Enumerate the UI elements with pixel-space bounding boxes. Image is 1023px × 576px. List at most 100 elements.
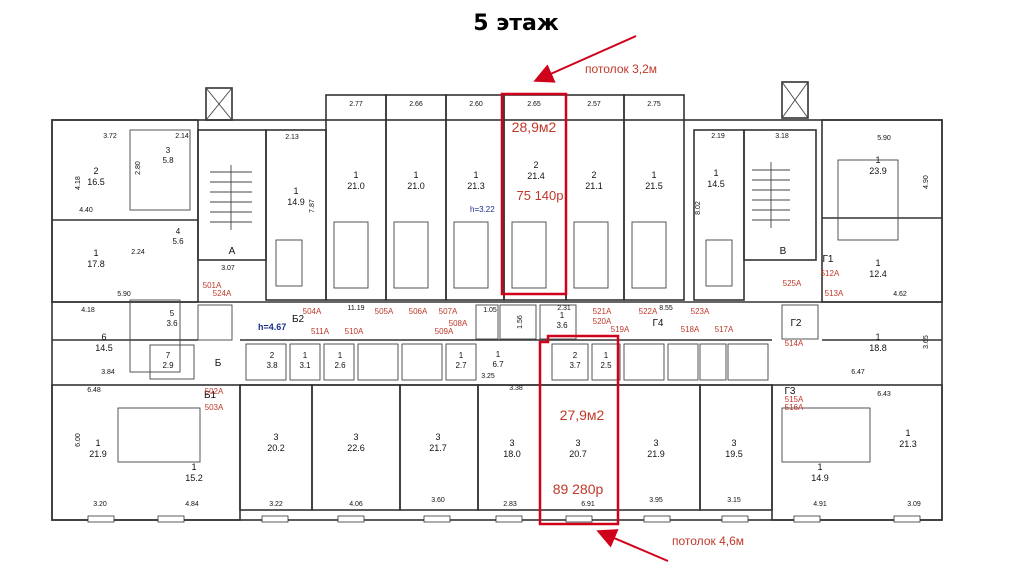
stairs-and-lifts <box>197 81 817 261</box>
section-b1: Б1 <box>204 390 217 401</box>
dimension-label: 3.38 <box>509 385 523 392</box>
top-width: 2.77 <box>349 101 363 108</box>
unit-label: 512А <box>821 269 840 278</box>
room-area: 21.7 <box>429 443 447 453</box>
room-number: 4 <box>176 227 181 236</box>
room-area: 21.3 <box>467 181 485 191</box>
room-number: 1 <box>496 350 501 359</box>
room-area: 3.6 <box>166 319 178 328</box>
unit-label: 508А <box>449 319 468 328</box>
ceiling-bottom-arrow <box>596 529 669 562</box>
room-number: 2 <box>591 170 596 180</box>
section-v: В <box>780 246 787 257</box>
dimension-label: 11.19 <box>348 305 365 312</box>
unit-label: 524А <box>213 289 232 298</box>
ceiling-note-bottom: потолок 4,6м <box>672 534 744 548</box>
highlight-unit-top[interactable] <box>500 92 568 296</box>
dimension-label: 2.13 <box>285 134 299 141</box>
section-b: Б <box>215 358 222 369</box>
dimension-label: 6.43 <box>877 391 891 398</box>
room-number: 6 <box>101 332 106 342</box>
dimension-label: 4.18 <box>75 176 82 190</box>
room-number: 1 <box>95 438 100 448</box>
room-number: 5 <box>170 309 175 318</box>
room-area: 3.7 <box>569 361 581 370</box>
dimension-label: 3.18 <box>775 133 789 140</box>
room-number: 1 <box>651 170 656 180</box>
windows <box>87 515 921 523</box>
room-number: 1 <box>459 351 464 360</box>
unit-label: 514А <box>785 339 804 348</box>
unit-label: 509А <box>435 327 454 336</box>
ceiling-note-top: потолок 3,2м <box>585 62 657 76</box>
dimension-label: 2.31 <box>557 305 571 312</box>
ceiling-top-arrow <box>533 35 637 83</box>
room-area: 2.5 <box>600 361 612 370</box>
room-number: 3 <box>731 438 736 448</box>
room-area: 20.2 <box>267 443 285 453</box>
room-area: 2.9 <box>162 361 174 370</box>
room-number: 1 <box>604 351 609 360</box>
dimension-label: 6.48 <box>87 387 101 394</box>
room-number: 3 <box>653 438 658 448</box>
unit-label: 519А <box>611 325 630 334</box>
room-number: 1 <box>905 428 910 438</box>
dimension-label: 6.47 <box>851 369 865 376</box>
room-number: 3 <box>435 432 440 442</box>
room-number: 7 <box>166 351 171 360</box>
building-outline <box>51 119 943 521</box>
room-area: 14.9 <box>287 197 305 207</box>
room-number: 1 <box>875 332 880 342</box>
room-area: 3.8 <box>266 361 278 370</box>
room-number: 1 <box>473 170 478 180</box>
room-area: 2.6 <box>334 361 346 370</box>
unit-label: 504А <box>303 307 322 316</box>
dimension-label: 3.20 <box>93 501 107 508</box>
room-area: 21.5 <box>645 181 663 191</box>
room-number: 1 <box>93 248 98 258</box>
dimension-label: 3.09 <box>907 501 921 508</box>
dimension-label: 2.80 <box>135 161 142 175</box>
room-number: 1 <box>875 155 880 165</box>
room-number: 3 <box>509 438 514 448</box>
bottom-width: 3.60 <box>431 497 445 504</box>
corridor-units <box>129 299 819 381</box>
corridor-height-center: h=3.22 <box>470 205 495 214</box>
section-g4: Г4 <box>653 318 664 329</box>
top-width: 2.65 <box>527 101 541 108</box>
room-area: 3.1 <box>299 361 311 370</box>
room-area: 21.1 <box>585 181 603 191</box>
top-width: 2.60 <box>469 101 483 108</box>
corridor-height-b2: h=4.67 <box>258 322 286 332</box>
dimension-label: 6.00 <box>75 433 82 447</box>
unit-label: 501А <box>203 281 222 290</box>
unit-label: 517А <box>715 325 734 334</box>
room-number: 1 <box>353 170 358 180</box>
highlight-unit-bottom[interactable] <box>538 334 620 526</box>
room-number: 1 <box>817 462 822 472</box>
unit-label: 502А <box>205 387 224 396</box>
dimension-label: 4.90 <box>923 175 930 189</box>
unit-label: 513А <box>825 289 844 298</box>
section-a: А <box>229 246 236 257</box>
room-area: 5.8 <box>162 156 174 165</box>
room-number: 2 <box>573 351 578 360</box>
room-area: 21.0 <box>407 181 425 191</box>
dimension-label: 3.84 <box>101 369 115 376</box>
unit-top-price: 75 140р <box>517 188 564 203</box>
dimension-label: 3.25 <box>481 373 495 380</box>
unit-label: 516А <box>785 403 804 412</box>
room-area: 19.5 <box>725 449 743 459</box>
unit-label: 503А <box>205 403 224 412</box>
room-area: 14.5 <box>95 343 113 353</box>
unit-label: 507А <box>439 307 458 316</box>
bottom-width: 3.15 <box>727 497 741 504</box>
room-area: 14.5 <box>707 179 725 189</box>
bottom-width: 3.22 <box>269 501 283 508</box>
room-number: 1 <box>191 462 196 472</box>
dimension-label: 2.24 <box>131 249 145 256</box>
top-width: 2.75 <box>647 101 661 108</box>
dimension-label: 8.02 <box>695 201 702 215</box>
dimension-label: 2.19 <box>711 133 725 140</box>
